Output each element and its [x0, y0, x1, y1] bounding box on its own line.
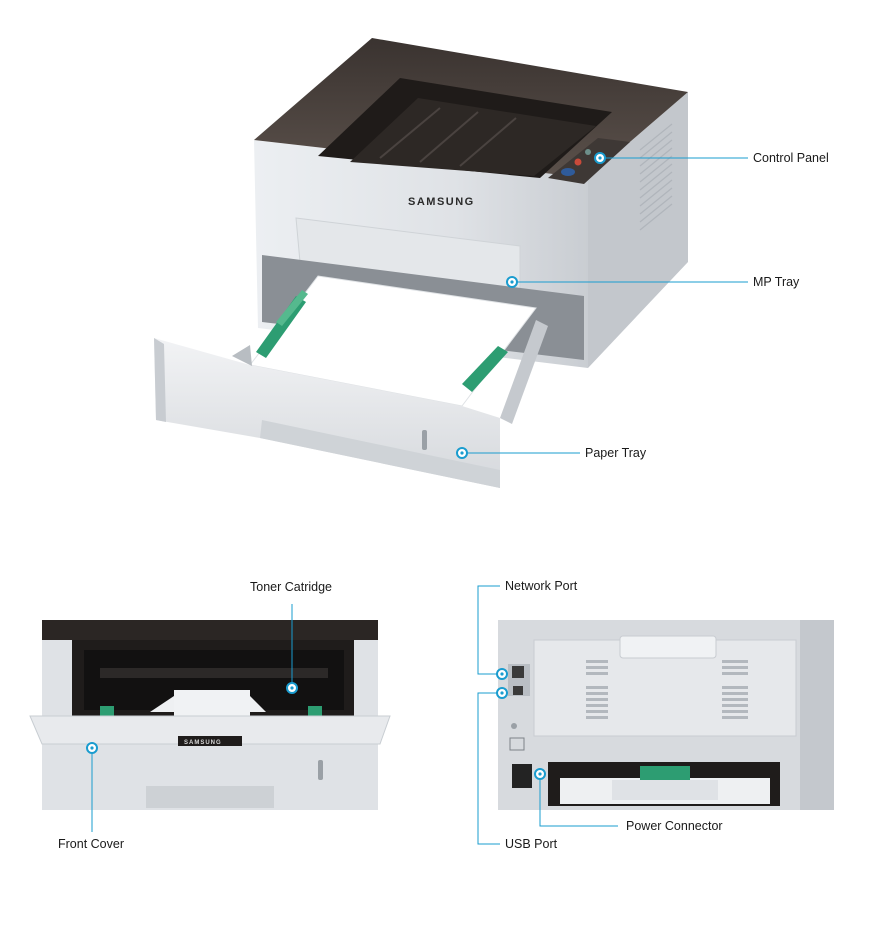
callout-line-network-port — [477, 585, 502, 675]
callout-line-usb-port — [477, 692, 502, 845]
label-control-panel: Control Panel — [753, 151, 829, 165]
rear-view-illustration — [498, 620, 834, 810]
label-network-port: Network Port — [505, 579, 578, 593]
label-mp-tray: MP Tray — [753, 275, 800, 289]
brand-logo: SAMSUNG — [408, 196, 475, 208]
callout-line-power-connector — [539, 774, 618, 827]
label-power-connector: Power Connector — [626, 819, 723, 833]
callout-dot-network-port — [496, 668, 508, 680]
callout-dot-mp-tray — [506, 276, 518, 288]
brand-logo-small: SAMSUNG — [184, 740, 222, 746]
callout-dot-toner — [286, 682, 298, 694]
callout-dot-usb-port — [496, 687, 508, 699]
callout-dots — [86, 152, 606, 780]
callout-dot-front-cover — [86, 742, 98, 754]
label-front-cover: Front Cover — [58, 837, 124, 851]
callout-dot-paper-tray — [456, 447, 468, 459]
main-printer-illustration: SAMSUNG — [154, 38, 688, 488]
label-usb-port: USB Port — [505, 837, 558, 851]
label-toner-cartridge: Toner Catridge — [250, 580, 332, 594]
callout-dot-control-panel — [594, 152, 606, 164]
label-paper-tray: Paper Tray — [585, 446, 647, 460]
front-open-illustration: SAMSUNG — [29, 620, 391, 810]
callout-lines — [91, 157, 748, 845]
callout-dot-power-connector — [534, 768, 546, 780]
